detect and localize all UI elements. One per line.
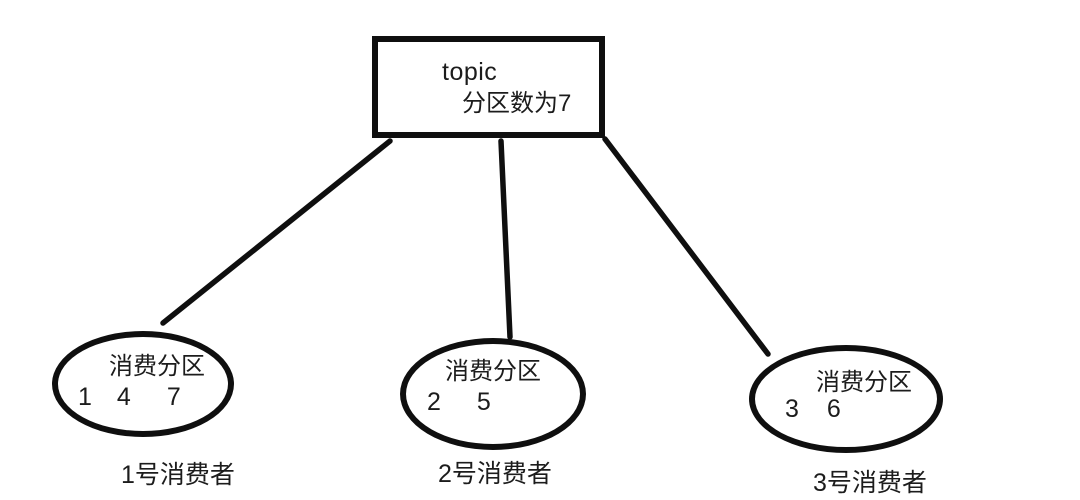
partition-numbers: 1 4 7 [78,383,181,412]
consumer-group-heading: 消费分区 [109,353,205,380]
consumer-label-3: 3号消费者 [813,469,927,497]
consumer-group-heading: 消费分区 [816,369,912,396]
consumer-group-node-2: 消费分区 2 5 [400,338,586,450]
topic-partition-count: 分区数为7 [462,90,572,117]
edge-topic-consumer2 [498,138,513,340]
partition-number: 1 [78,383,92,411]
edge-topic-consumer1 [160,138,393,326]
topic-node: topic 分区数为7 [372,36,605,138]
partition-number: 3 [785,395,799,423]
consumer-group-node-3: 消费分区 3 6 [749,345,943,453]
partition-number: 4 [116,383,131,411]
partition-number: 2 [427,388,441,416]
edge-topic-consumer3 [602,136,771,357]
consumer-label-2: 2号消费者 [438,460,552,488]
partition-numbers: 2 5 [427,388,491,417]
consumer-group-heading: 消费分区 [445,358,541,385]
consumer-label-1: 1号消费者 [121,461,235,489]
partition-number: 6 [826,395,841,423]
partition-number: 5 [476,388,491,416]
consumer-group-node-1: 消费分区 1 4 7 [52,331,234,437]
partition-number: 7 [166,383,181,411]
topic-title: topic [442,58,498,86]
partition-numbers: 3 6 [785,395,841,424]
